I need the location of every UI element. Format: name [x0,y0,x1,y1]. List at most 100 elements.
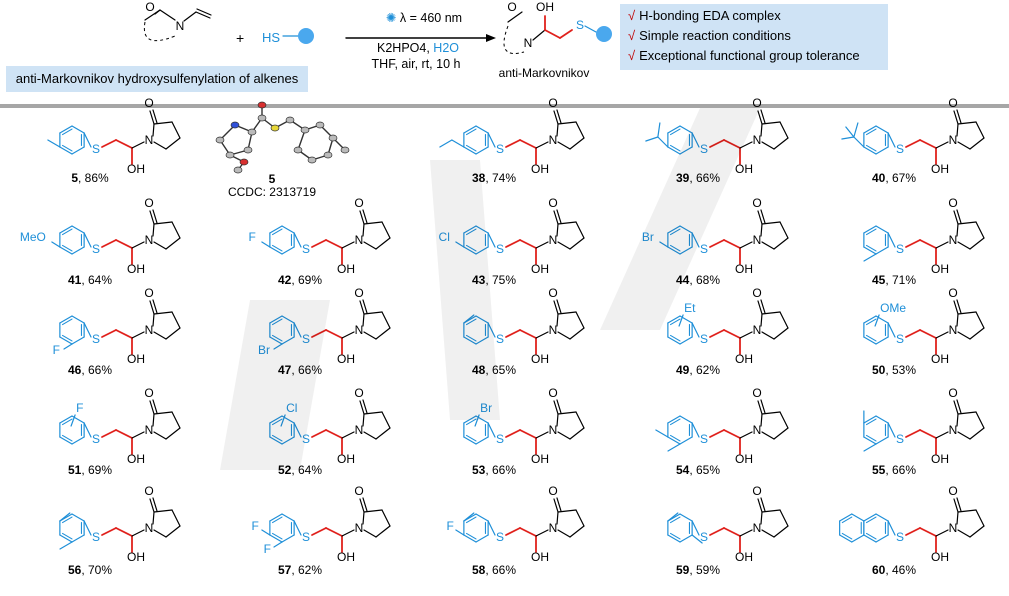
hydroxyl-label: OH [531,352,549,366]
bond [535,431,549,439]
ring-bond [475,146,489,155]
carbonyl-bond [359,210,365,225]
ring-double-bond [271,244,283,252]
ring-bond [475,125,489,134]
ring-double-bond [465,128,477,136]
aryl-s-bond [887,422,896,438]
compound-yield: , 69% [81,463,113,477]
oxygen-atom: O [948,484,957,498]
oxygen-atom: O [752,484,761,498]
hydroxyl-label: OH [337,452,355,466]
linker-bond [919,429,937,439]
aryl-s-bond [691,520,700,536]
aryl-s-bond [487,322,496,338]
substituent-label: F [249,230,256,244]
compound-number: 5 [71,171,78,185]
nitrogen-atom: N [549,323,558,337]
crystal-bond [219,139,231,156]
ring-double-bond [865,334,877,342]
oxygen-atom: O [548,286,557,300]
oxygen-atom: O [548,386,557,400]
compound-yield: , 66% [81,363,113,377]
compound-yield: , 66% [689,171,721,185]
substituent-bond [455,241,465,248]
carbonyl-bond [149,110,155,125]
crystal-bond [219,124,236,141]
ring-double-bond [271,434,283,442]
bond [935,141,949,149]
linker-bond [115,239,133,249]
compound-number: 44 [675,273,690,287]
ring-bond [269,436,283,445]
carbonyl-bond [359,300,365,315]
ring-bond [281,534,295,543]
compound-caption: 50, 53% [872,363,916,377]
nitrogen-atom: N [753,133,762,147]
hydroxyl-label: OH [337,550,355,564]
ring-bond [839,513,853,522]
isopropyl-bond [657,136,669,148]
ring-bond [556,313,559,327]
ring-bond [957,431,971,440]
nitrogen-atom: N [753,521,762,535]
compound-caption: 59, 59% [676,563,720,577]
hydroxyl-label: OH [931,262,949,276]
ring-bond [363,529,377,538]
substituent-label: Cl [286,401,297,415]
ring-bond [575,411,585,429]
carbonyl-bond [760,209,766,224]
hydroxyl-label: OH [127,550,145,564]
bond [144,9,161,21]
carbonyl-bond [760,497,766,512]
compound-number: 46 [67,363,82,377]
compound-number: 47 [277,363,292,377]
linker-bond [115,139,133,149]
carbonyl-bond [760,299,766,314]
oxygen-atom: O [144,386,153,400]
ring-bond [165,427,181,440]
compound-yield: , 65% [485,363,517,377]
linker-bond [723,429,741,439]
aryl-s-bond [487,520,496,536]
ring-bond [59,415,73,424]
oxygen-atom: O [144,286,153,300]
compound-number: 43 [471,273,486,287]
linker-bond [905,139,921,148]
ring-bond [463,125,477,134]
ring-bond [363,311,383,315]
carbonyl-bond [152,109,158,124]
sulfur-atom: S [700,142,708,156]
ring-bond [760,413,763,427]
compound-caption: 49, 62% [676,363,720,377]
sulfur-atom: S [92,332,100,346]
ring-bond [975,221,985,239]
linker-bond [919,329,937,339]
ring-double-bond [61,418,73,426]
linker-bond [505,329,521,338]
compound-caption: 41, 64% [68,273,112,287]
bond [341,529,355,537]
ring-bond [557,311,577,315]
carbonyl-bond [956,299,962,314]
carbonyl-bond [359,400,365,415]
bond [159,9,176,21]
crystal-atom [340,146,350,154]
ring-bond [463,415,477,424]
ring-double-bond [669,334,681,342]
ring-double-bond [841,516,853,524]
ring-bond [281,513,295,522]
ring-bond [760,313,763,327]
substituent-label: F [447,519,454,533]
compound-caption: 43, 75% [472,273,516,287]
ring-double-bond [465,334,477,342]
substituent-bond [273,541,283,548]
ring-bond [281,225,295,234]
ring-double-bond [61,334,73,342]
ring-bond [71,146,85,155]
compound-number: 50 [871,363,886,377]
compound-caption: 58, 66% [472,563,516,577]
compound-caption: 44, 68% [676,273,720,287]
ring-bond [557,121,577,125]
substituent-label: F [252,519,259,533]
ring-double-bond [465,418,477,426]
